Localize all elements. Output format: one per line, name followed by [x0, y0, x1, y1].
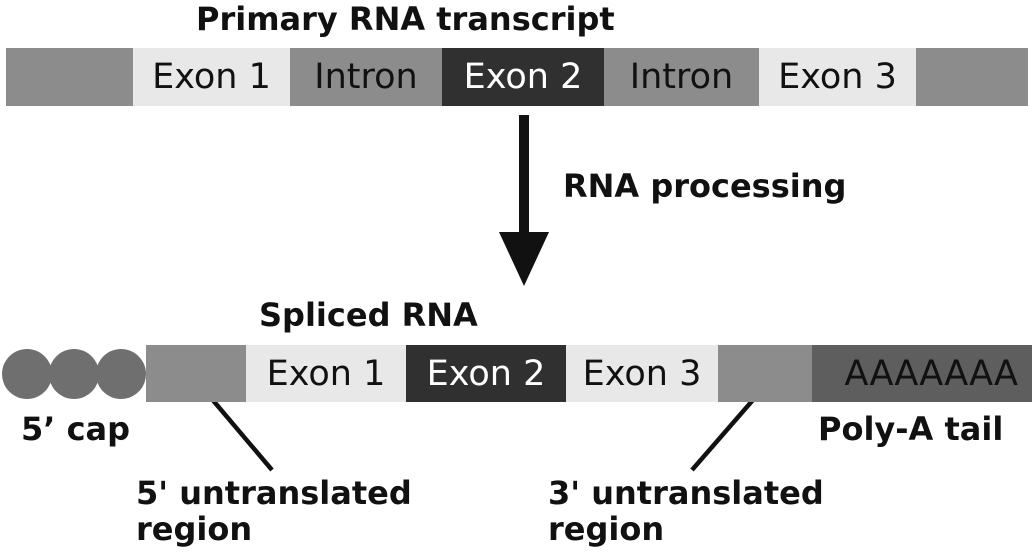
spliced-exon-1: Exon 1 — [246, 345, 406, 402]
utr5-label: 5' untranslated region — [136, 474, 412, 548]
primary-exon-1-label: Exon 1 — [152, 57, 271, 97]
cap-circle-3 — [96, 349, 146, 399]
primary-flank-right — [916, 48, 1028, 106]
tail-label: Poly-A tail — [818, 410, 1004, 448]
primary-intron-2-label: Intron — [629, 57, 734, 97]
utr5-label-line-1: 5' untranslated — [136, 474, 412, 512]
cap-circle-1 — [2, 349, 52, 399]
utr5-label-line-2: region — [136, 509, 253, 548]
primary-intron-1-label: Intron — [314, 57, 418, 97]
cap-circle-2 — [49, 349, 99, 399]
spliced-exon-3: Exon 3 — [566, 345, 718, 402]
primary-flank-left — [6, 48, 133, 106]
processing-label: RNA processing — [563, 167, 847, 205]
primary-exon-2-label: Exon 2 — [463, 57, 583, 97]
primary-exon-2: Exon 2 — [442, 48, 604, 106]
cap-label: 5’ cap — [21, 410, 131, 448]
spliced-rna-title: Spliced RNA — [259, 296, 478, 334]
utr5-segment — [146, 345, 246, 402]
spliced-exon-2: Exon 2 — [406, 345, 566, 402]
primary-exon-3-label: Exon 3 — [778, 57, 897, 97]
primary-intron-1: Intron — [290, 48, 442, 106]
primary-exon-3: Exon 3 — [759, 48, 916, 106]
utr3-label-line-1: 3' untranslated — [548, 474, 824, 512]
spliced-exon-3-label: Exon 3 — [582, 353, 702, 394]
poly-a-label: AAAAAAA — [844, 353, 1018, 394]
primary-transcript-title: Primary RNA transcript — [196, 0, 615, 38]
utr3-label: 3' untranslated region — [548, 474, 824, 548]
utr3-segment — [718, 345, 812, 402]
primary-transcript-bar: Exon 1 Intron Exon 2 Intron Exon 3 — [6, 48, 1028, 106]
primary-intron-2: Intron — [604, 48, 759, 106]
spliced-exon-2-label: Exon 2 — [426, 353, 546, 394]
poly-a-tail: AAAAAAA — [812, 345, 1032, 402]
primary-exon-1: Exon 1 — [133, 48, 290, 106]
utr3-label-line-2: region — [548, 509, 665, 548]
spliced-exon-1-label: Exon 1 — [266, 353, 386, 394]
spliced-rna-bar: Exon 1 Exon 2 Exon 3 AAAAAAA — [146, 345, 1032, 402]
processing-arrow-head — [499, 232, 549, 286]
